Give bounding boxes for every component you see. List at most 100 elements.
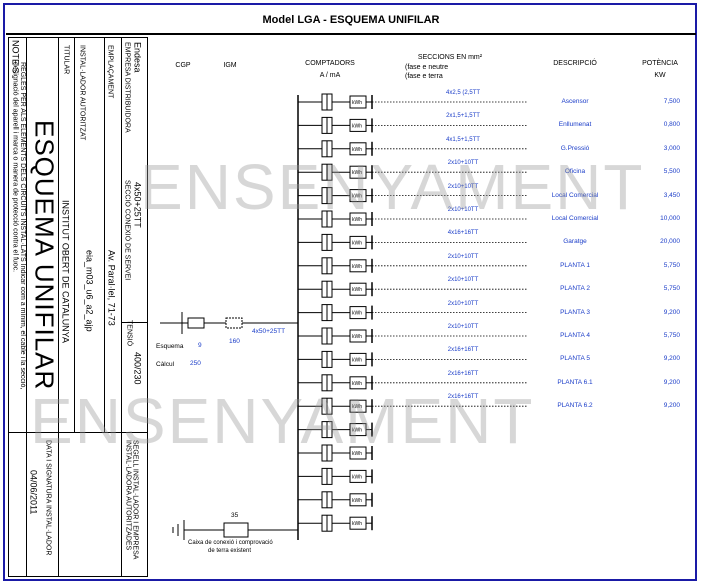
section-value: 4x50+25TT: [132, 182, 143, 228]
circuit-power: 20,000: [660, 238, 680, 246]
voltage-value: 400/230: [132, 352, 143, 385]
kwh-label: kWh: [352, 381, 362, 387]
location-label: EMPLAÇAMENT: [106, 45, 114, 99]
kwh-label: kWh: [352, 287, 362, 293]
header-igm: IGM: [223, 62, 237, 69]
location-value: Av. Paral·lel, 71-73: [106, 250, 117, 326]
panel-divider-4: [104, 37, 105, 432]
kwh-label: kWh: [352, 451, 362, 457]
scheme-value: 9: [198, 342, 202, 349]
circuit-description: Ascensor: [561, 98, 589, 105]
owner-value: INSTITUT OBERT DE CATALUNYA: [60, 200, 71, 344]
panel-row-divider-2: [121, 322, 148, 323]
kwh-label: kWh: [352, 240, 362, 246]
kwh-label: kWh: [352, 521, 362, 527]
panel-divider-3: [74, 37, 75, 432]
circuit-power: 9,200: [663, 402, 680, 410]
earth-caption-1: Caixa de conexió i comprovació: [188, 540, 273, 546]
circuit-section: 4x1,5+1,5TT: [446, 136, 480, 143]
circuit-description: Enllumenat: [558, 121, 592, 129]
circuit-description: Local Comercial: [551, 215, 599, 222]
kwh-label: kWh: [352, 334, 362, 340]
header-meters: COMPTADORS: [305, 60, 355, 67]
circuit-section: 2x16+16TT: [447, 370, 479, 377]
notes-label: NOTE S: [10, 40, 21, 74]
circuit-section: 2x16+16TT: [447, 394, 479, 401]
kwh-label: kWh: [352, 428, 362, 434]
installer-label: INSTAL·LADOR AUTORITZAT: [78, 45, 86, 141]
drawing-frame: [3, 3, 697, 581]
voltage-label: TENSIÓ: [125, 320, 133, 347]
earth-caption-2: de terra existent: [208, 548, 252, 554]
cable-label: Càlcul: [156, 361, 175, 368]
circuit-section: 2x16+16TT: [447, 347, 479, 354]
circuit-section: 2x10+10TT: [447, 324, 479, 330]
header-sections: SECCIONS EN mm²: [417, 54, 483, 61]
kwh-label: kWh: [352, 194, 362, 200]
kwh-label: kWh: [352, 100, 362, 106]
watermark-top: ENSENYAMENT: [140, 151, 645, 223]
seal-label: SEGELL INSTAL·LADOR I EMPRESA INSTAL·LAD…: [124, 440, 139, 560]
header-phase-earth: (fase e terra: [405, 73, 443, 80]
header-phase-neutral: (fase e neutre: [405, 64, 449, 71]
circuit-description: PLANTA 1: [560, 261, 590, 269]
circuit-section: 2x10+10TT: [447, 277, 479, 284]
circuit-section: 2x1,5+1,5TT: [446, 113, 480, 120]
circuit-section: 2x10+10TT: [447, 183, 479, 190]
scheme-label: Esquema: [156, 343, 184, 350]
circuit-power: 3,000: [663, 144, 680, 152]
panel-divider-1: [26, 37, 27, 577]
circuit-power: 10,000: [660, 215, 680, 222]
cable-value: 250: [190, 360, 201, 367]
circuit-section: 4x16+16TT: [447, 230, 479, 237]
header-description: DESCRIPCIÓ: [553, 60, 597, 67]
circuit-power: 0,800: [663, 121, 680, 129]
header-cgp: CGP: [175, 62, 191, 69]
circuit-power: 5,500: [663, 168, 680, 176]
notes-text: REGLES PER ALS ELEMENTS DELS CIRCUITS IN…: [11, 62, 26, 390]
date-value: 04/06/2011: [28, 470, 39, 515]
circuit-description: G.Pressió: [560, 144, 590, 152]
kwh-label: kWh: [352, 147, 362, 153]
kwh-label: kWh: [352, 264, 362, 270]
kwh-label: kWh: [352, 170, 362, 176]
date-label: DATA I SIGNATURA INSTAL·LADOR: [44, 440, 52, 556]
panel-divider-2: [58, 37, 59, 577]
circuit-power: 7,500: [663, 98, 680, 105]
distributor-label: EMPRESA DISTRIBUIDORA: [123, 42, 131, 133]
circuit-power: 3,450: [663, 191, 680, 199]
circuit-description: PLANTA 5: [560, 355, 590, 363]
header-power-unit: KW: [654, 72, 666, 79]
drawing-title: Model LGA - ESQUEMA UNIFILAR: [262, 14, 440, 26]
earth-value: 35: [231, 512, 239, 519]
header-meters-unit: A / mA: [319, 72, 341, 79]
kwh-label: kWh: [352, 123, 362, 129]
owner-label: TITULAR: [62, 45, 70, 75]
igm-switch: [225, 317, 243, 329]
circuit-section: 2x10+10TT: [447, 300, 479, 307]
panel-row-divider: [8, 432, 148, 433]
section-label: SECCIÓ CONEXIÓ DE SERVEI: [123, 180, 131, 281]
kwh-label: kWh: [352, 498, 362, 504]
circuit-power: 9,200: [663, 308, 680, 316]
circuit-power: 5,750: [663, 285, 680, 293]
circuit-section: 2x10+10TT: [447, 253, 479, 260]
earth-box: [223, 522, 249, 538]
circuit-power: 5,750: [663, 332, 680, 339]
circuit-power: 5,750: [663, 261, 680, 269]
kwh-label: kWh: [352, 217, 362, 223]
circuit-description: PLANTA 6.2: [557, 402, 593, 410]
scheme-title: ESQUEMA UNIFILAR: [29, 120, 60, 391]
cgp-fuse: [187, 317, 205, 329]
circuit-power: 9,200: [663, 378, 680, 386]
panel-divider-5: [121, 37, 122, 577]
circuit-section: 2x10+10TT: [447, 207, 479, 213]
kwh-label: kWh: [352, 357, 362, 363]
circuit-description: PLANTA 3: [560, 308, 590, 316]
igm-value: 160: [229, 338, 240, 345]
circuit-description: Oficina: [564, 168, 586, 176]
watermark-bottom: ENSENYAMENT: [30, 385, 535, 457]
feeder-section: 4x50+25TT: [252, 328, 286, 335]
circuit-power: 9,200: [663, 355, 680, 363]
